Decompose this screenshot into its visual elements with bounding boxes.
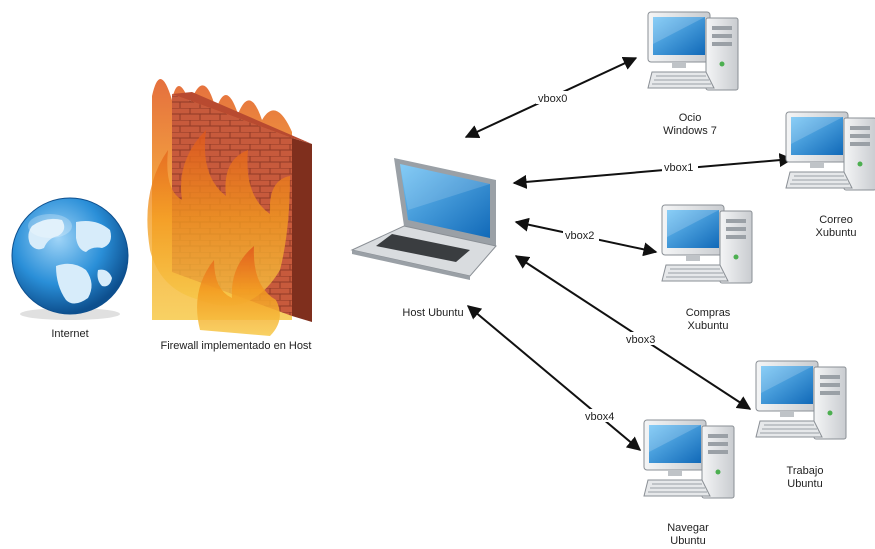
globe-icon <box>11 197 129 320</box>
desktop-computer-icon <box>647 11 739 91</box>
firewall-label: Firewall implementado en Host <box>160 340 311 352</box>
desktop-computer-icon <box>755 360 847 440</box>
ocio-label-line2: Windows 7 <box>663 125 717 137</box>
compras-label-line2: Xubuntu <box>688 320 729 332</box>
link-vbox4-line <box>466 305 642 451</box>
correo-label-line2: Xubuntu <box>816 227 857 239</box>
link-vbox4-label: vbox4 <box>585 411 614 423</box>
trabajo-label-line1: Trabajo <box>787 465 824 477</box>
internet-label: Internet <box>51 328 88 340</box>
host-label: Host Ubuntu <box>402 307 463 319</box>
link-vbox1-label: vbox1 <box>664 162 693 174</box>
firewall-icon <box>147 78 312 336</box>
navegar-label-line2: Ubuntu <box>670 535 705 547</box>
ocio-label-line1: Ocio <box>679 112 702 124</box>
link-labels: vbox0 vbox1 vbox2 vbox3 vbox4 <box>536 91 698 423</box>
link-vbox3-label: vbox3 <box>626 334 655 346</box>
desktop-computer-icon <box>785 111 875 191</box>
link-vbox2-label: vbox2 <box>565 230 594 242</box>
link-vbox1-line <box>512 153 794 189</box>
correo-label-line1: Correo <box>819 214 853 226</box>
desktop-computer-icon <box>643 419 735 499</box>
trabajo-label-line2: Ubuntu <box>787 478 822 490</box>
navegar-label-line1: Navegar <box>667 522 709 534</box>
laptop-icon <box>350 158 497 280</box>
link-vbox0-label: vbox0 <box>538 93 567 105</box>
desktop-computer-icon <box>661 204 753 284</box>
compras-label-line1: Compras <box>686 307 731 319</box>
